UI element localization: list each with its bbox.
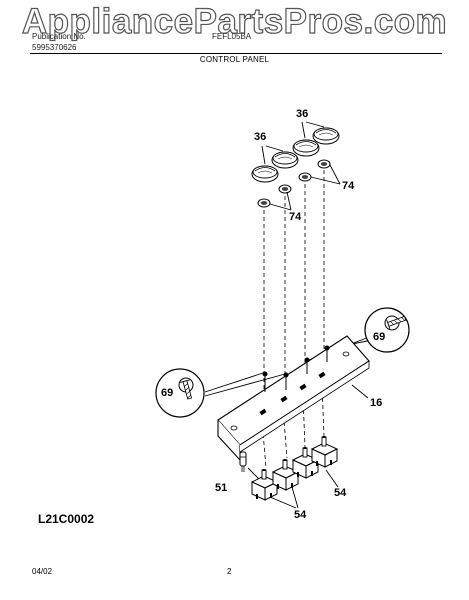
footer-date: 04/02 <box>32 567 53 576</box>
header-rule <box>30 53 442 54</box>
callout-screw-left: 69 <box>161 387 174 399</box>
callout-bezel-right: 74 <box>342 180 355 192</box>
callout-switch-bottom: 54 <box>294 509 307 521</box>
screw-callout-right <box>364 307 410 353</box>
callout-screw-right: 69 <box>373 331 386 343</box>
callout-light: 51 <box>215 482 228 494</box>
panel-screws <box>262 345 330 392</box>
infinite-switches <box>251 435 338 501</box>
control-panel-bracket <box>217 335 370 462</box>
callout-panel: 16 <box>370 397 383 409</box>
section-title: CONTROL PANEL <box>199 55 270 64</box>
callout-switch-right: 54 <box>334 487 347 499</box>
callout-knob-left: 36 <box>254 131 267 143</box>
screw-callout-left <box>155 368 205 418</box>
callout-bezel-center: 74 <box>289 211 302 223</box>
callout-knob-upper: 36 <box>296 108 309 120</box>
publication-number: 5995370626 <box>32 43 77 52</box>
model-number: FEFL05BA <box>212 32 252 41</box>
diagram-code: L21C0002 <box>38 512 95 526</box>
indicator-light <box>239 451 247 472</box>
watermark: AppliancePartsPros.com <box>21 1 448 41</box>
footer-page: 2 <box>227 567 232 576</box>
publication-label: Publication No. <box>32 32 86 41</box>
